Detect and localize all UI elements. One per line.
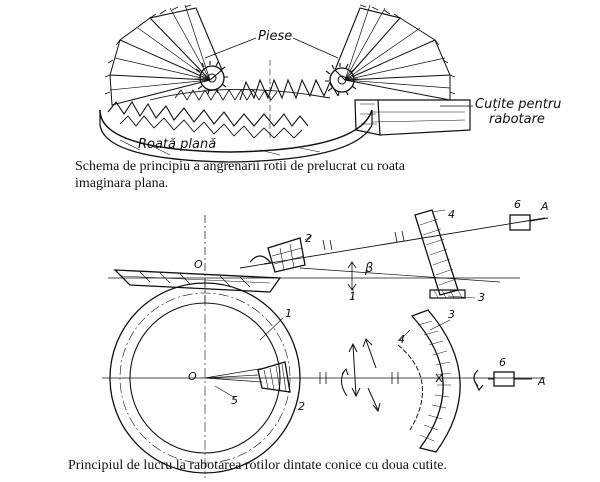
middle-label-6: 6 (514, 198, 521, 211)
top-figure: Piese Roată plană Cuțite pentru rabotare (99, 4, 561, 163)
bottom-label-o: O (188, 370, 197, 383)
top-caption-line1: Schema de principiu a angrenarii rotii d… (75, 159, 406, 174)
label-roata-plana: Roată plană (138, 137, 216, 152)
bottom-label-4: 4 (398, 333, 405, 346)
middle-label-o: O (194, 258, 203, 271)
bottom-label-2: 2 (298, 400, 305, 413)
right-bevel-gear (325, 4, 456, 101)
flat-crown-wheel (99, 89, 373, 163)
label-cutite-line1: Cuțite pentru (475, 97, 561, 112)
piese-leader-right (292, 37, 339, 59)
middle-incline-line-lower (299, 267, 501, 283)
middle-label-1: 1 (349, 290, 356, 303)
bottom-arrow-diagonal-2 (367, 387, 379, 411)
middle-label-a: A (540, 200, 549, 213)
middle-label-4: 4 (448, 208, 455, 221)
bottom-label-6: 6 (499, 356, 506, 369)
bottom-caption: Principiul de lucru la rabotarea rotilor… (68, 458, 447, 473)
bottom-plate-3 (410, 309, 461, 453)
middle-cutter-2 (267, 237, 306, 273)
middle-label-2: 2 (305, 232, 312, 245)
middle-incline-line (239, 217, 546, 269)
left-bevel-gear (104, 4, 228, 106)
bottom-label-a: A (537, 375, 546, 388)
top-caption-line2: imaginara plana. (75, 176, 168, 191)
bottom-cutter-5-lines (204, 367, 266, 399)
middle-base-3 (429, 289, 466, 299)
center-pinion-teeth (239, 78, 339, 101)
bottom-box-6 (493, 371, 515, 387)
middle-label-3: 3 (478, 291, 485, 304)
planing-cutters (354, 99, 471, 136)
middle-label-beta: β (364, 261, 373, 276)
middle-figure: O β 1 2 3 4 6 A (108, 198, 549, 305)
bottom-arrow-vertical (352, 344, 357, 396)
label-cutite-line2: rabotare (489, 112, 545, 127)
bottom-label-5: 5 (231, 394, 238, 407)
bottom-arrow-diagonal-1 (365, 339, 377, 369)
bottom-figure: O 1 2 3 4 5 6 A (102, 278, 546, 478)
bottom-label-3: 3 (448, 308, 455, 321)
bottom-cutter-2 (257, 361, 291, 393)
label-piese: Piese (258, 29, 292, 44)
bottom-label-1: 1 (285, 307, 292, 320)
piese-leader-left (204, 37, 257, 59)
middle-box-6 (509, 214, 531, 231)
middle-workpiece (113, 269, 282, 293)
bottom-plate-4 (397, 344, 423, 431)
